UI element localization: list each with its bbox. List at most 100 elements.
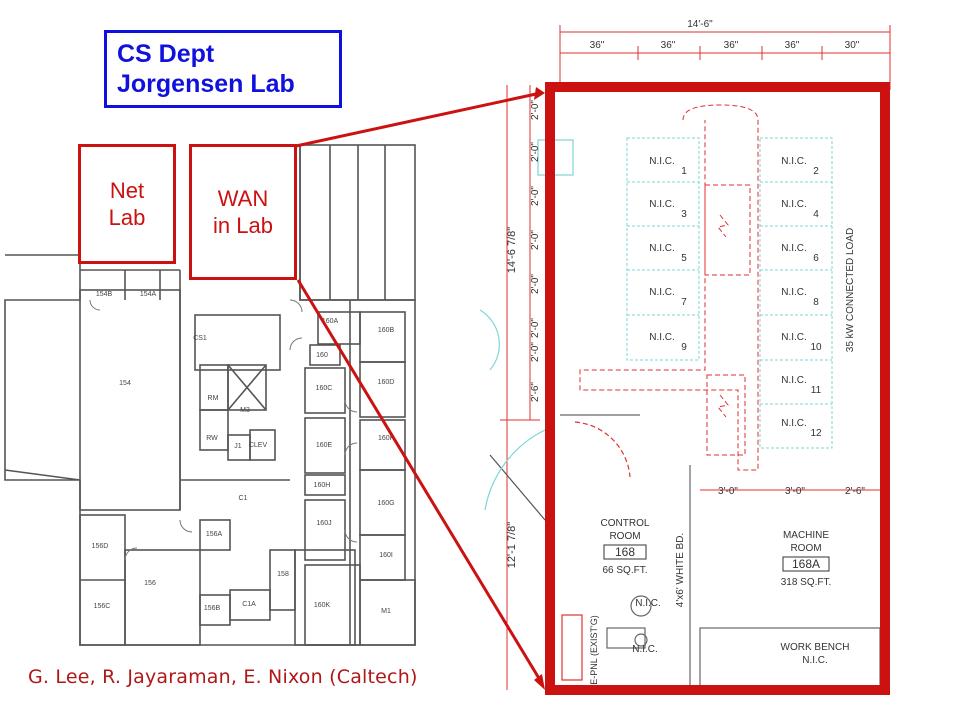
room-label-160d: 160D [378, 379, 395, 386]
room-label-158: 158 [277, 571, 289, 578]
nic-control-2: N.I.C. [632, 644, 658, 655]
left-dim-4: 2'-0" [530, 230, 541, 250]
left-dim-2: 2'-0" [530, 142, 541, 162]
room-label-154b: 154B [96, 291, 113, 298]
dimension-lines [500, 25, 891, 690]
height-upper: 14'-6 7/8" [506, 227, 518, 273]
title-box: CS Dept Jorgensen Lab [104, 30, 342, 108]
rack-number-8: 8 [813, 297, 819, 308]
nic-control-1: N.I.C. [635, 598, 661, 609]
room-label-m3: M3 [240, 407, 250, 414]
mid-dim-3: 2'-6" [845, 486, 865, 497]
rack-number-12: 12 [810, 428, 822, 439]
room-label-160j: 160J [316, 520, 331, 527]
left-dim-8: 2'-6" [530, 382, 541, 402]
connector-line-bottom [296, 279, 542, 681]
rack-number-5: 5 [681, 253, 687, 264]
floor-plan-doors [89, 299, 358, 561]
control-room-name1: CONTROL [601, 518, 650, 529]
nic-label-left-5: N.I.C. [649, 243, 675, 254]
nic-label-left-1: N.I.C. [649, 156, 675, 167]
col-dim-3: 36" [724, 40, 739, 51]
room-label-160g: 160G [377, 500, 394, 507]
rack-outlines [626, 137, 833, 449]
floor-plan-walls [4, 144, 416, 646]
rack-number-7: 7 [681, 297, 687, 308]
rack-number-1: 1 [681, 166, 687, 177]
room-label-160c: 160C [316, 385, 333, 392]
room-label-c1a: C1A [242, 601, 256, 608]
title-line1: CS Dept [117, 40, 215, 68]
workbench-line2: N.I.C. [802, 655, 828, 666]
room-label-clev: CLEV [249, 442, 268, 449]
room-label-160f: 160F [378, 435, 394, 442]
title-line2: Jorgensen Lab [117, 70, 295, 98]
net-lab-label: Net Lab [78, 144, 176, 264]
nic-label-right-8: N.I.C. [781, 287, 807, 298]
room-label-154a: 154A [140, 291, 157, 298]
col-dim-5: 30" [845, 40, 860, 51]
control-room-number: 168 [615, 545, 635, 559]
panel-label: E-PNL (EXIST'G) [589, 615, 599, 684]
room-label-rw: RW [206, 435, 218, 442]
room-label-rm: RM [208, 395, 219, 402]
col-dim-1: 36" [590, 40, 605, 51]
room-label-j1: J1 [234, 443, 242, 450]
caption-authors: G. Lee, R. Jayaraman, E. Nixon (Caltech) [28, 666, 418, 688]
mid-dim-2: 3'-0" [785, 486, 805, 497]
col-dim-4: 36" [785, 40, 800, 51]
nic-label-right-6: N.I.C. [781, 243, 807, 254]
rack-number-4: 4 [813, 209, 819, 220]
room-label-c1: C1 [239, 495, 248, 502]
floor-channels [579, 104, 759, 471]
wan-lab-line2: in Lab [213, 213, 273, 238]
room-label-160e: 160E [316, 442, 333, 449]
left-dim-3: 2'-0" [530, 186, 541, 206]
wan-lab-label: WAN in Lab [189, 144, 297, 280]
lab-detail-highlight [545, 82, 890, 695]
left-dim-6: 2'-0" [530, 318, 541, 338]
top-dimension: 14'-6" [687, 19, 713, 30]
nic-label-right-12: N.I.C. [781, 418, 807, 429]
room-label-160h: 160H [314, 482, 331, 489]
left-dim-1: 2'-0" [530, 100, 541, 120]
machine-room-area: 318 SQ.FT. [781, 577, 832, 588]
rack-number-3: 3 [681, 209, 687, 220]
nic-label-left-7: N.I.C. [649, 287, 675, 298]
net-lab-line1: Net [109, 178, 145, 203]
room-label-160a: 160A [322, 318, 339, 325]
room-label-160b: 160B [378, 327, 395, 334]
control-room-area: 66 SQ.FT. [602, 565, 647, 576]
rack-number-10: 10 [810, 342, 822, 353]
rack-number-11: 11 [811, 385, 822, 396]
whiteboard-label: 4'x6' WHITE BD. [675, 533, 686, 607]
wan-lab-line1: WAN [217, 186, 269, 211]
mid-dim-1: 3'-0" [718, 486, 738, 497]
left-dim-5: 2'-0" [530, 274, 541, 294]
nic-label-left-3: N.I.C. [649, 199, 675, 210]
nic-label-right-11: N.I.C. [781, 375, 807, 386]
load-note: 35 kW CONNECTED LOAD [845, 228, 856, 352]
room-label-cs1: CS1 [193, 335, 207, 342]
room-label-156a: 156A [206, 531, 223, 538]
rack-number-6: 6 [813, 253, 819, 264]
room-label-156: 156 [144, 580, 156, 587]
rack-labels-right: N.I.C.2N.I.C.4N.I.C.6N.I.C.8N.I.C.10N.I.… [781, 156, 822, 439]
workbench-line1: WORK BENCH [781, 642, 850, 653]
connector-line-top [295, 92, 537, 148]
left-dim-7: 2'-0" [530, 342, 541, 362]
nic-label-right-10: N.I.C. [781, 332, 807, 343]
room-label-160k: 160K [314, 602, 331, 609]
rack-number-2: 2 [813, 166, 819, 177]
nic-label-right-4: N.I.C. [781, 199, 807, 210]
height-lower: 12'-1 7/8" [506, 522, 518, 568]
rack-labels-left: N.I.C.1N.I.C.3N.I.C.5N.I.C.7N.I.C.9 [649, 156, 687, 353]
room-label-156d: 156D [92, 543, 109, 550]
room-label-156c: 156C [94, 603, 111, 610]
room-label-160i: 160I [379, 552, 393, 559]
nic-label-right-2: N.I.C. [781, 156, 807, 167]
room-label-160: 160 [316, 352, 328, 359]
